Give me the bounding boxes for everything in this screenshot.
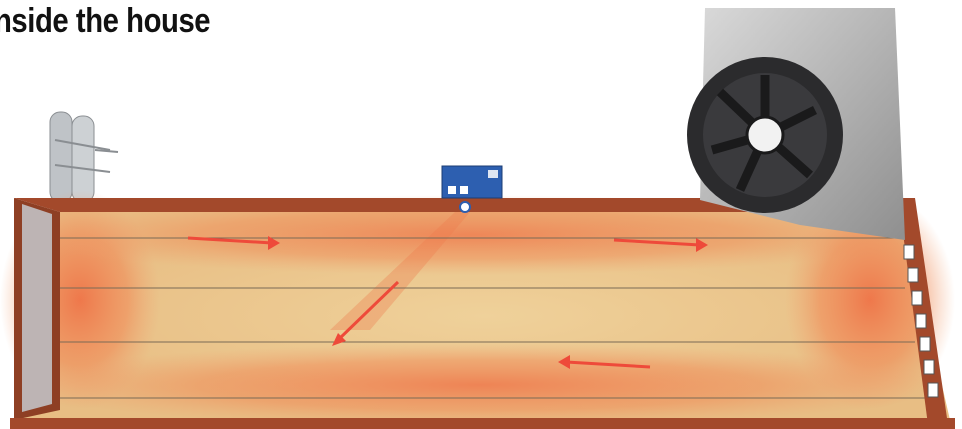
- heater-icon: [50, 112, 118, 202]
